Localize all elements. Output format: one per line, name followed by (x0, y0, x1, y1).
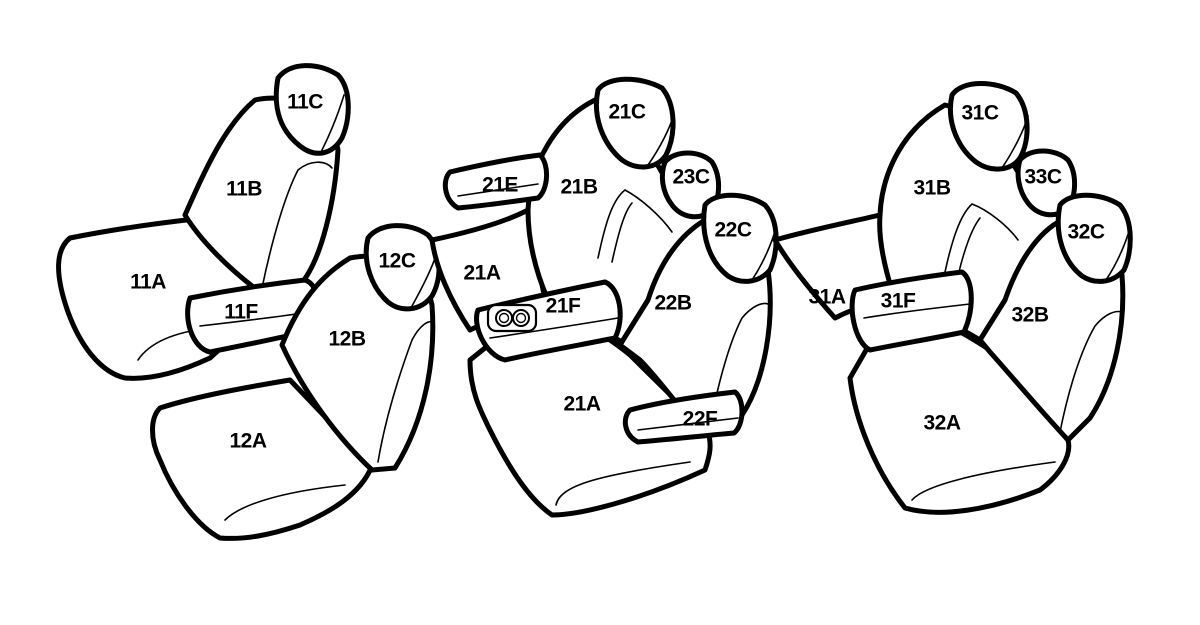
label-21f: 21F (546, 295, 581, 318)
seat-12a-cushion (150, 377, 375, 541)
label-33c: 33C (1024, 166, 1061, 189)
cupholder-icon (486, 303, 538, 333)
label-11a: 11A (130, 271, 166, 294)
seat-21a-seam (555, 461, 691, 506)
seat-12: 12A 12B 12C (150, 223, 442, 541)
label-32b: 32B (1011, 304, 1048, 327)
label-31a: 31A (808, 286, 845, 309)
seat-12b-backrest (279, 253, 436, 473)
seat-row-2: 21A 21A 21B 21C 21E 21F 22B 22C 22F 23C (429, 76, 779, 518)
label-31f: 31F (881, 290, 916, 313)
label-21b: 21B (560, 176, 597, 199)
label-21a-seat: 21A (563, 393, 600, 416)
seat-31b-seam-outer (944, 203, 1019, 273)
seat-21b-seam-outer (597, 189, 673, 259)
seat-11: 11A 11B 11C 11F (56, 63, 351, 381)
seat-32a-seam (911, 461, 1056, 501)
seat-22c-headrest (701, 192, 779, 284)
label-23c: 23C (672, 166, 709, 189)
seat-31b-seam-inner (957, 217, 981, 277)
label-32a: 32A (923, 412, 960, 435)
seat-row-3: 31A 31B 31C 31F 32A 32B 32C 33C (772, 81, 1133, 515)
label-22c: 22C (714, 219, 751, 242)
seat-21e-seam (457, 183, 539, 197)
seat-11b-seam (261, 161, 333, 289)
label-21c: 21C (608, 101, 645, 124)
label-11f: 11F (224, 301, 258, 324)
seat-21c-seam (647, 113, 675, 166)
label-21e: 21E (482, 174, 518, 197)
seat-22c-seam (751, 227, 777, 281)
label-12b: 12B (328, 328, 365, 351)
seat-22f-armrest (622, 389, 745, 445)
seat-12a-seam (224, 484, 346, 521)
label-11b: 11B (226, 178, 262, 201)
label-22b: 22B (654, 292, 691, 315)
seat-31c-seam (1001, 115, 1029, 169)
seat-21b-seam-inner (611, 202, 633, 263)
label-31b: 31B (913, 177, 950, 200)
seat-12b-seam (377, 320, 435, 463)
seat-32c-headrest (1055, 192, 1133, 284)
seat-21f-console (474, 279, 623, 363)
label-31c: 31C (961, 102, 998, 125)
label-32c: 32C (1067, 221, 1104, 244)
seat-32b-seam (1059, 310, 1123, 433)
seat-22f-seam (637, 417, 739, 431)
label-12a: 12A (229, 430, 266, 453)
seat-21c-headrest (593, 76, 676, 170)
label-11c: 11C (287, 91, 323, 114)
seat-11c-seam (321, 94, 345, 151)
seat-31f-seam (863, 303, 971, 319)
seat-21f-seam (489, 317, 619, 339)
label-21a-back: 21A (463, 262, 500, 285)
label-12c: 12C (378, 250, 415, 273)
label-22f: 22F (683, 408, 718, 431)
seat-32c-seam (1105, 227, 1131, 281)
